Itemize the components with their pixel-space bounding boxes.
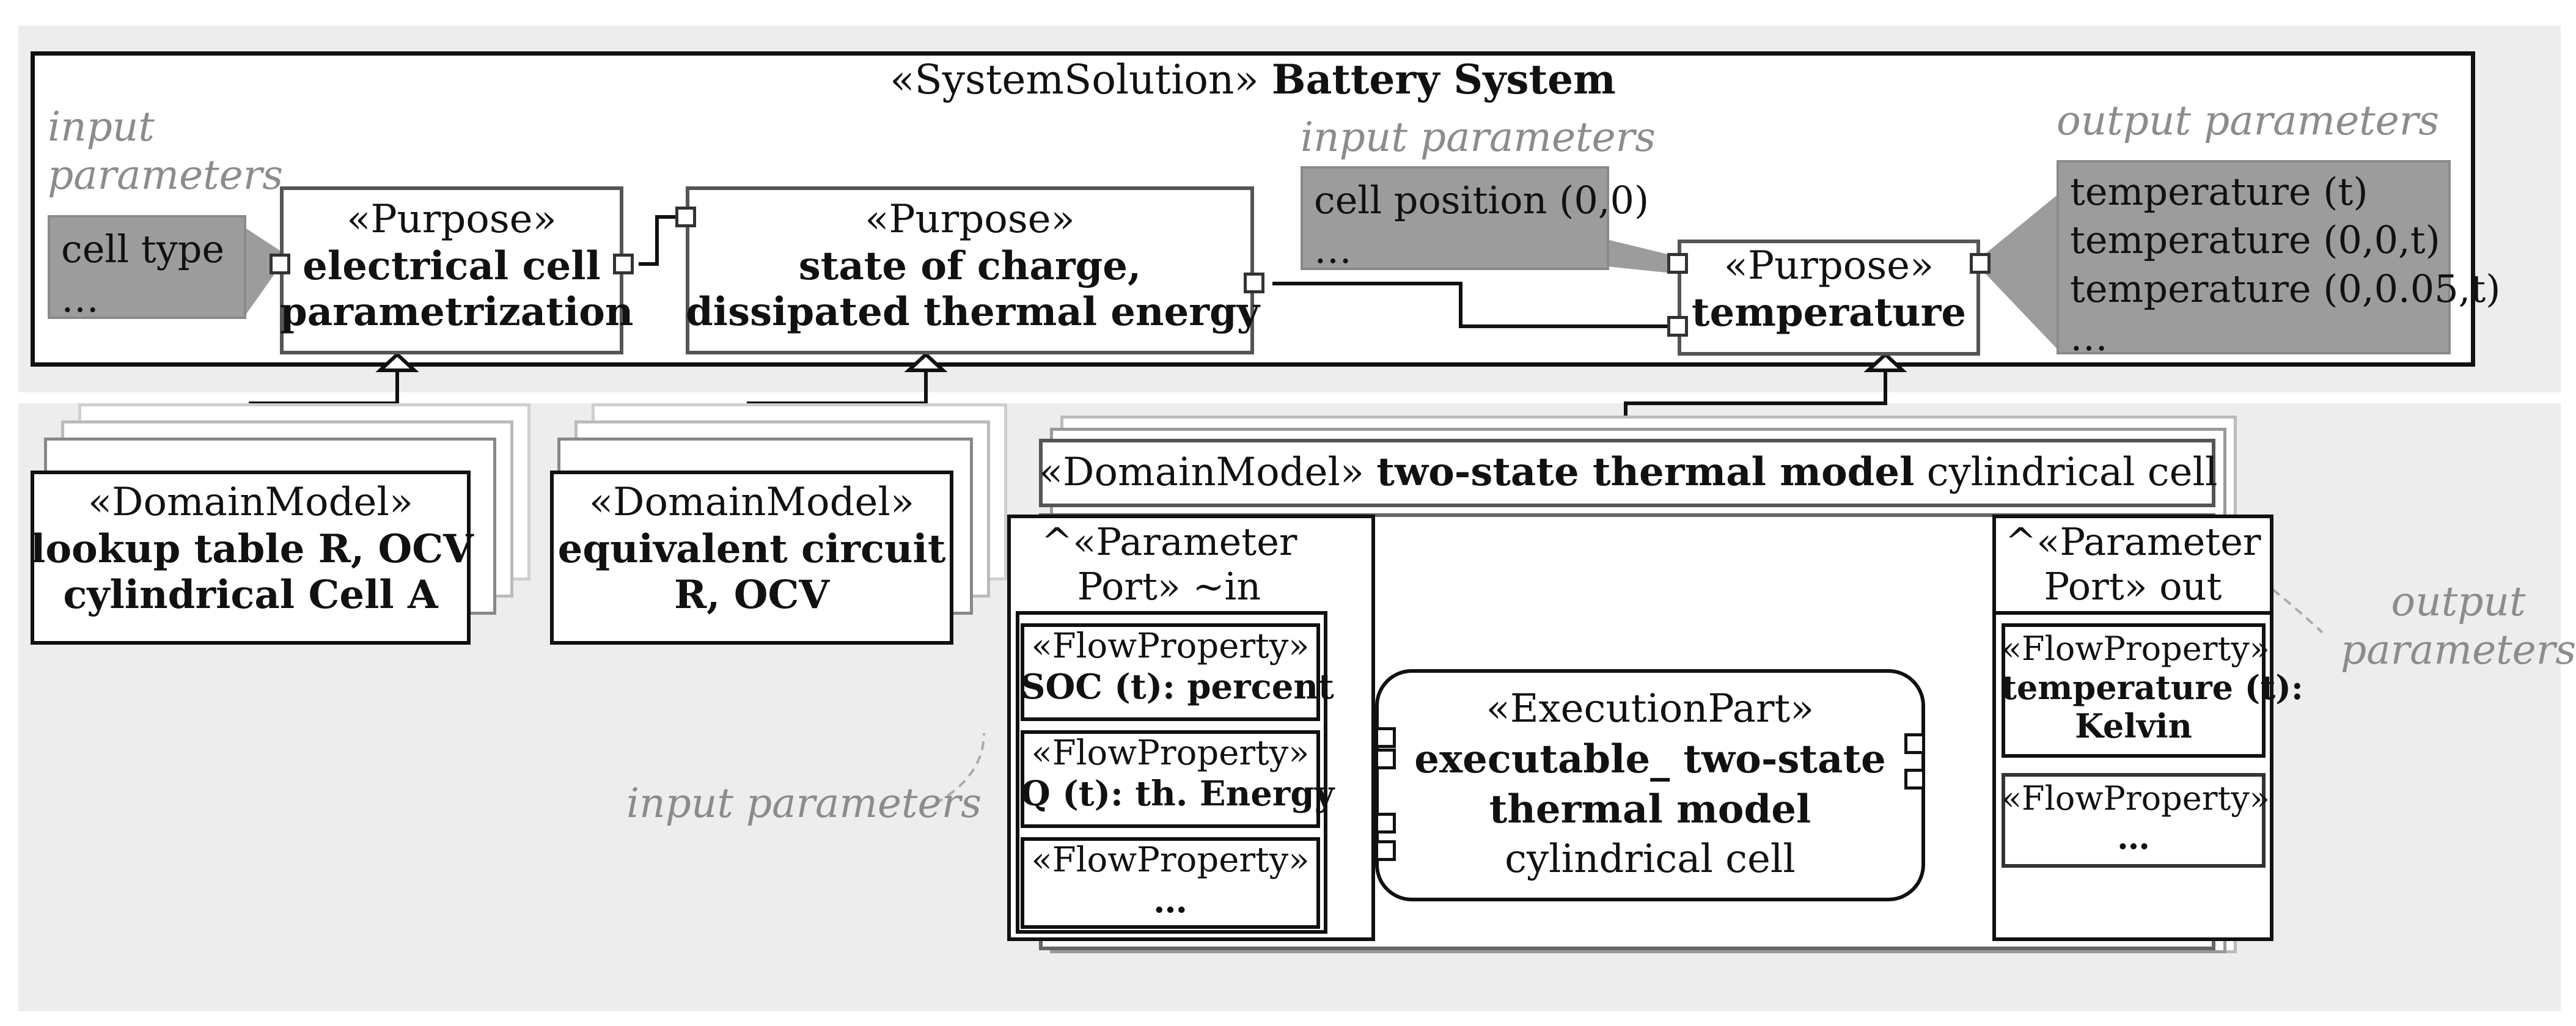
execution-port-in-1: [1375, 727, 1396, 748]
flow-out-2: [2002, 773, 2266, 868]
mid-input-note: input parameters: [1301, 114, 1656, 161]
execution-port-out-1: [1904, 733, 1925, 754]
flow-out-1-label: «FlowProperty» temperature (t): Kelvin: [2002, 629, 2303, 746]
lower-output-note: output parameters: [2341, 578, 2576, 674]
output-note: output parameters: [2057, 97, 2440, 144]
system-title: «SystemSolution» Battery System: [890, 56, 1616, 103]
dm-lookup-box: [31, 471, 471, 645]
port-electrical-out: [613, 254, 634, 274]
port-temperature-in-2: [1667, 316, 1688, 337]
purpose-temperature-box: [1678, 240, 1980, 356]
purpose-soc-box: [686, 186, 1254, 354]
flow-in-2-label: «FlowProperty» Q (t): th. Energy: [1021, 733, 1335, 815]
flow-in-2: [1021, 730, 1320, 828]
purpose-electrical-box: [280, 186, 623, 354]
dm-circuit-label: «DomainModel» equivalent circuit R, OCV: [557, 480, 946, 618]
port-temperature-out: [1970, 253, 1991, 274]
execution-part: [1375, 669, 1925, 901]
flow-in-3-label: «FlowProperty» …: [1031, 840, 1310, 922]
left-input-note: input parameters: [48, 103, 284, 199]
left-input-callout: cell type …: [48, 215, 246, 321]
flow-in-1-label: «FlowProperty» SOC (t): percent: [1021, 626, 1334, 708]
flow-in-3: [1021, 837, 1320, 929]
purpose-electrical-label: «Purpose» electrical cell parametrizatio…: [280, 197, 634, 335]
port-electrical-in: [270, 254, 290, 274]
dm-circuit-box: [550, 471, 953, 645]
flow-out-2-label: «FlowProperty» …: [2002, 779, 2270, 857]
execution-port-in-2: [1375, 749, 1396, 769]
lower-input-note: input parameters: [626, 780, 982, 827]
flow-in-1: [1021, 623, 1320, 721]
execution-label: «ExecutionPart» executable_ two-state th…: [1414, 686, 1886, 882]
purpose-soc-label: «Purpose» state of charge, dissipated th…: [686, 197, 1260, 335]
port-out-title: ^«Parameter Port» out: [2005, 519, 2261, 609]
execution-port-in-4: [1375, 840, 1396, 861]
port-in-title: ^«Parameter Port» ~in: [1041, 519, 1297, 609]
port-out-inner: [1994, 611, 2272, 615]
port-soc-out: [1244, 273, 1264, 293]
dm-thermal-title: «DomainModel» two-state thermal model cy…: [1039, 449, 2218, 495]
dm-lookup-label: «DomainModel» lookup table R, OCV cylind…: [31, 480, 474, 618]
mid-input-callout: cell position (0,0) …: [1301, 166, 1649, 272]
port-soc-in: [675, 207, 696, 227]
port-temperature-in-1: [1667, 253, 1688, 274]
output-callout: temperature (t) temperature (0,0,t) temp…: [2057, 160, 2500, 359]
execution-port-out-2: [1904, 769, 1925, 790]
execution-port-in-3: [1375, 813, 1396, 834]
dm-thermal-header: [1039, 439, 2215, 507]
purpose-temperature-label: «Purpose» temperature: [1691, 243, 1967, 335]
flow-out-1: [2002, 623, 2266, 758]
